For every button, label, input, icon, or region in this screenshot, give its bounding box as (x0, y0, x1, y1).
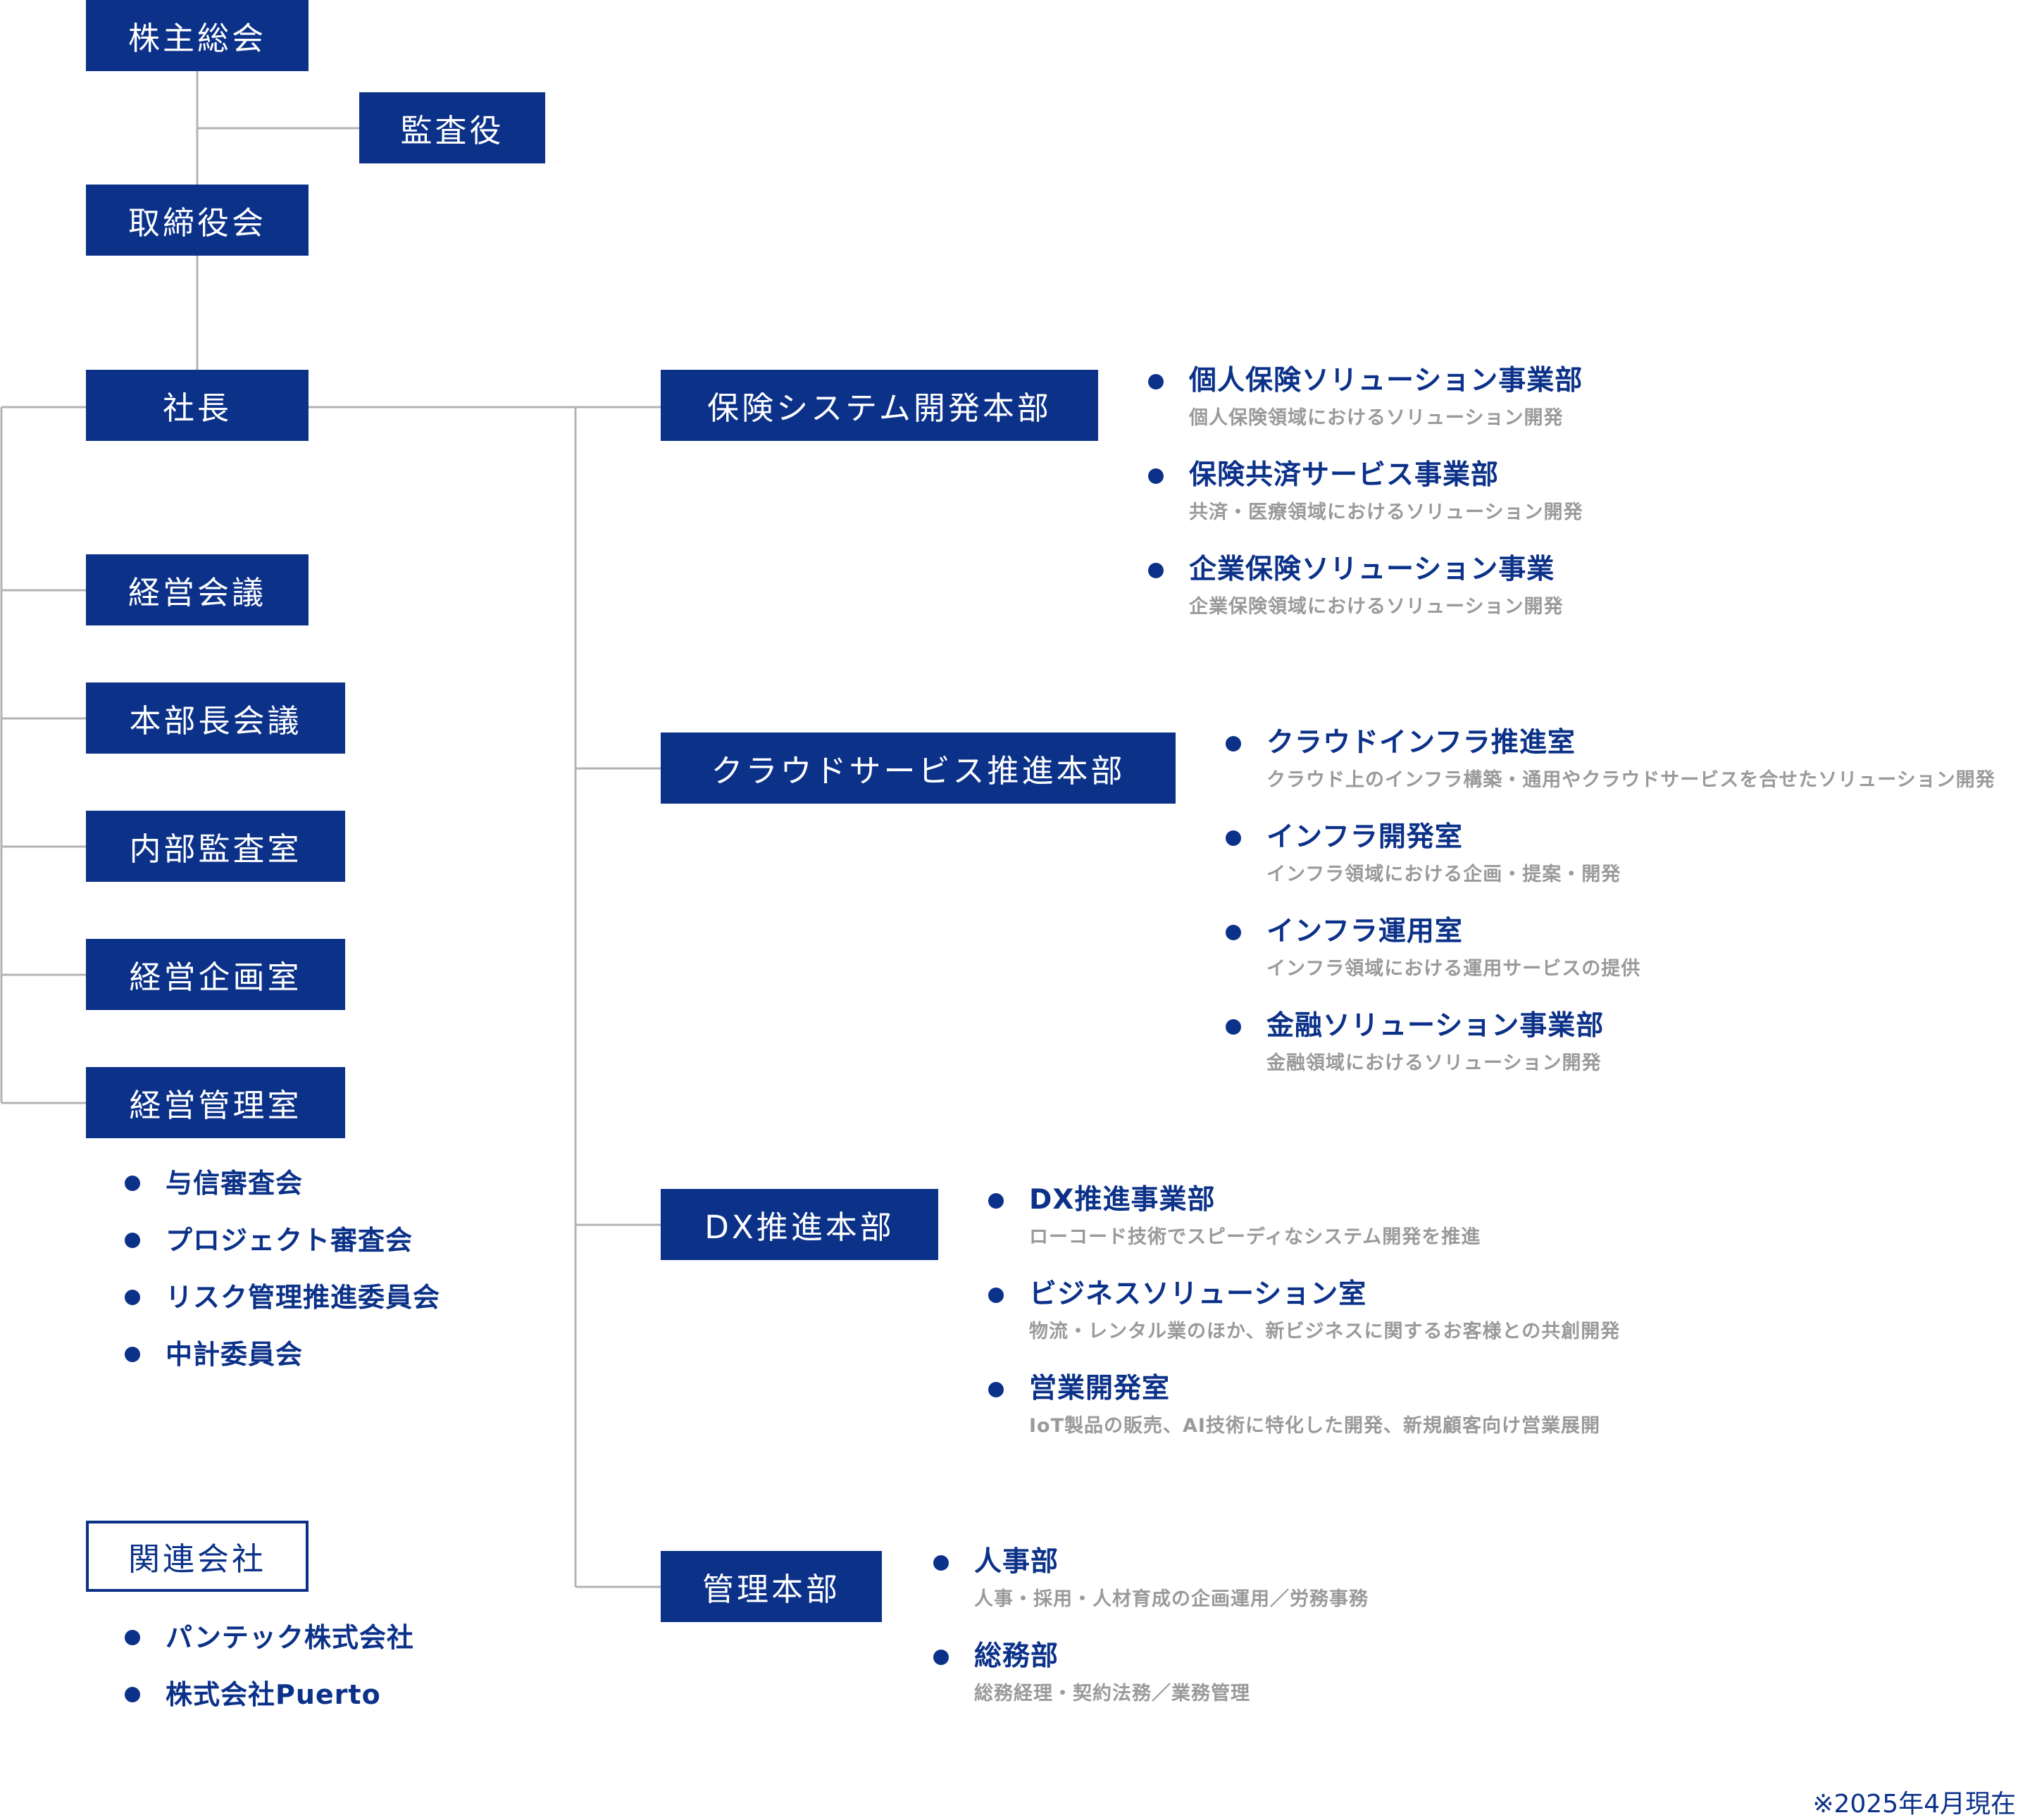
bullet-icon (1226, 1019, 1241, 1035)
list-item: 中計委員会 (125, 1337, 440, 1394)
board-box: 取締役会 (86, 185, 309, 256)
list-item: プロジェクト審査会 (125, 1223, 440, 1280)
list-item: 与信審査会 (125, 1166, 440, 1223)
planning-office-box: 経営企画室 (86, 939, 345, 1010)
bullet-icon (988, 1193, 1004, 1209)
list-item: 総務部総務経理・契約法務／業務管理 (933, 1639, 1369, 1733)
list-item: クラウドインフラ推進室クラウド上のインフラ構築・通用やクラウドサービスを合せたソ… (1226, 725, 1995, 820)
cloud-hq-box: クラウドサービス推進本部 (661, 733, 1176, 804)
list-item: リスク管理推進委員会 (125, 1280, 440, 1337)
bullet-icon (988, 1288, 1004, 1303)
president-box: 社長 (86, 370, 309, 441)
bullet-icon (933, 1650, 949, 1665)
admin-hq-box: 管理本部 (661, 1551, 882, 1622)
hq-managers-meeting-box: 本部長会議 (86, 682, 345, 754)
list-item: インフラ開発室インフラ領域における企画・提案・開発 (1226, 820, 1995, 914)
auditor-box: 監査役 (359, 92, 545, 163)
shareholders-meeting-box: 株主総会 (86, 0, 309, 71)
dx-hq-box: DX推進本部 (661, 1189, 938, 1260)
bullet-icon (1226, 736, 1241, 752)
bullet-icon (125, 1347, 140, 1362)
management-meeting-box: 経営会議 (86, 554, 309, 625)
bullet-icon (1148, 563, 1164, 578)
dx-hq-list: DX推進事業部ローコード技術でスピーディなシステム開発を推進 ビジネスソリューシ… (988, 1183, 1620, 1466)
insurance-hq-list: 個人保険ソリューション事業部個人保険領域におけるソリューション開発 保険共済サー… (1148, 363, 1583, 647)
list-item: DX推進事業部ローコード技術でスピーディなシステム開発を推進 (988, 1183, 1620, 1277)
list-item: 企業保険ソリューション事業企業保険領域におけるソリューション開発 (1148, 552, 1583, 647)
list-item: 個人保険ソリューション事業部個人保険領域におけるソリューション開発 (1148, 363, 1583, 458)
list-item: ビジネスソリューション室物流・レンタル業のほか、新ビジネスに関するお客様との共創… (988, 1277, 1620, 1371)
bullet-icon (125, 1290, 140, 1305)
bullet-icon (1148, 468, 1164, 484)
bullet-icon (933, 1555, 949, 1571)
list-item: 株式会社Puerto (125, 1677, 414, 1734)
bullet-icon (988, 1382, 1004, 1397)
insurance-hq-box: 保険システム開発本部 (661, 370, 1098, 441)
cloud-hq-list: クラウドインフラ推進室クラウド上のインフラ構築・通用やクラウドサービスを合せたソ… (1226, 725, 1995, 1103)
affiliates-list: パンテック株式会社 株式会社Puerto (125, 1620, 414, 1734)
bullet-icon (1226, 830, 1241, 846)
list-item: インフラ運用室インフラ領域における運用サービスの提供 (1226, 914, 1995, 1009)
bullet-icon (125, 1630, 140, 1645)
list-item: パンテック株式会社 (125, 1620, 414, 1677)
internal-audit-box: 内部監査室 (86, 811, 345, 882)
management-control-list: 与信審査会 プロジェクト審査会 リスク管理推進委員会 中計委員会 (125, 1166, 440, 1394)
list-item: 人事部人事・採用・人材育成の企画運用／労務事務 (933, 1545, 1369, 1639)
bullet-icon (1148, 374, 1164, 389)
list-item: 金融ソリューション事業部金融領域におけるソリューション開発 (1226, 1009, 1995, 1103)
management-control-box: 経営管理室 (86, 1067, 345, 1138)
bullet-icon (125, 1176, 140, 1191)
admin-hq-list: 人事部人事・採用・人材育成の企画運用／労務事務 総務部総務経理・契約法務／業務管… (933, 1545, 1369, 1733)
bullet-icon (1226, 925, 1241, 940)
affiliates-box: 関連会社 (86, 1521, 309, 1592)
list-item: 保険共済サービス事業部共済・医療領域におけるソリューション開発 (1148, 458, 1583, 552)
bullet-icon (125, 1687, 140, 1702)
bullet-icon (125, 1233, 140, 1248)
as-of-date-note: ※2025年4月現在 (1812, 1790, 2016, 1819)
